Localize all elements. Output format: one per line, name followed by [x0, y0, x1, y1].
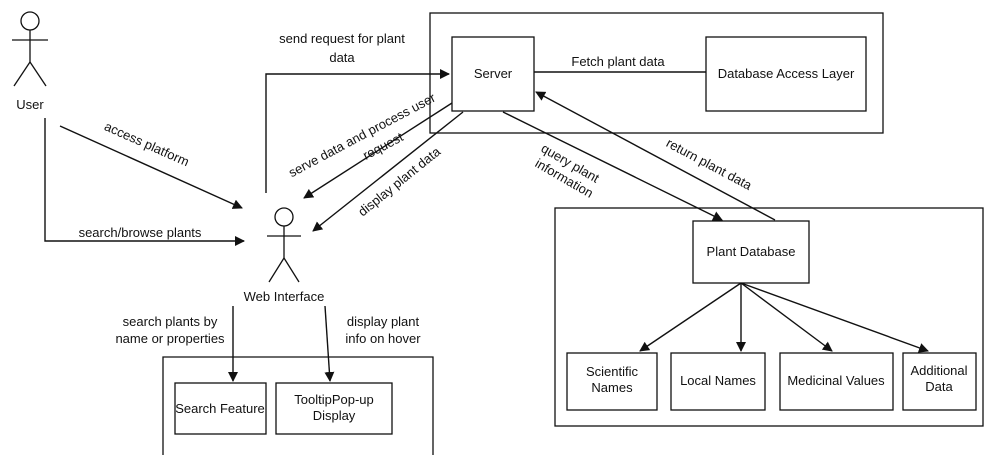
- edge-display-info: [324, 305, 335, 382]
- scientific-names-label-line1: Scientific: [586, 364, 639, 379]
- local-names-label: Local Names: [680, 373, 756, 388]
- edge-db-additional: [740, 282, 929, 353]
- server-node: Server: [451, 36, 535, 112]
- edge-search-browse: [44, 118, 245, 246]
- tooltip-display-label-line2: Display: [313, 408, 356, 423]
- display-info-label-line1: display plant: [347, 314, 420, 329]
- database-access-layer-node: Database Access Layer: [705, 36, 867, 112]
- user-actor-icon: [12, 11, 48, 87]
- plant-database-label: Plant Database: [707, 244, 796, 259]
- ui-features-group-frame: [162, 356, 434, 455]
- database-group-frame: [554, 207, 984, 427]
- edge-query-plant: [502, 111, 723, 221]
- medicinal-values-label: Medicinal Values: [787, 373, 885, 388]
- edge-display-plant-data: [312, 111, 464, 232]
- search-feature-label: Search Feature: [175, 401, 265, 416]
- plant-database-node: Plant Database: [692, 220, 810, 284]
- scientific-names-label-line2: Names: [591, 380, 633, 395]
- fetch-plant-data-label: Fetch plant data: [571, 54, 665, 69]
- web-interface-label: Web Interface: [244, 289, 325, 304]
- server-group-frame: [429, 12, 884, 134]
- local-names-node: Local Names: [670, 352, 766, 411]
- edge-send-request: [265, 69, 450, 193]
- edge-return-plant-data: [535, 91, 776, 221]
- additional-data-label-line1: Additional: [910, 363, 967, 378]
- edge-db-medicinal: [740, 282, 833, 352]
- search-plants-label-line1: search plants by: [123, 314, 218, 329]
- user-label: User: [16, 97, 44, 112]
- search-feature-node: Search Feature: [174, 382, 267, 435]
- access-platform-label: access platform: [102, 119, 191, 170]
- additional-data-label-line2: Data: [925, 379, 953, 394]
- web-interface-actor-icon: [267, 207, 301, 283]
- medicinal-values-node: Medicinal Values: [779, 352, 894, 411]
- search-browse-label: search/browse plants: [79, 225, 202, 240]
- tooltip-display-label-line1: TooltipPop-up: [294, 392, 374, 407]
- scientific-names-node: Scientific Names: [566, 352, 658, 411]
- search-plants-label-line2: name or properties: [115, 331, 225, 346]
- display-info-label-line2: info on hover: [345, 331, 421, 346]
- edge-db-scientific: [639, 282, 742, 352]
- tooltip-display-node: TooltipPop-up Display: [275, 382, 393, 435]
- send-request-label-line1: send request for plant: [279, 31, 405, 46]
- send-request-label-line2: data: [329, 50, 355, 65]
- additional-data-node: Additional Data: [902, 352, 977, 411]
- edge-access-platform: [59, 125, 243, 209]
- server-label: Server: [474, 66, 513, 81]
- database-access-layer-label: Database Access Layer: [718, 66, 855, 81]
- edge-serve-data: [303, 102, 453, 199]
